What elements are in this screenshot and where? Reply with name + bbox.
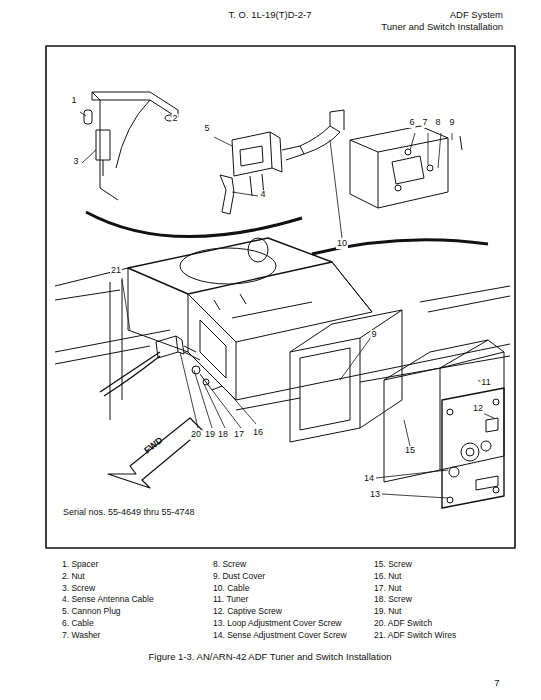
parts-list-entry: 7. Washer bbox=[62, 631, 100, 640]
parts-list-entry: 17. Nut bbox=[374, 584, 401, 593]
callout-number: 16 bbox=[252, 428, 264, 438]
mounting-tray bbox=[128, 238, 372, 400]
callout-number: 5 bbox=[203, 124, 210, 134]
parts-list-entry: 3. Screw bbox=[62, 584, 95, 593]
adf-switch bbox=[100, 336, 222, 396]
parts-list-entry: 12. Captive Screw bbox=[213, 607, 282, 616]
callout-number: 7 bbox=[421, 118, 428, 128]
callout-number: 9 bbox=[448, 118, 455, 128]
parts-list-entry: 6. Cable bbox=[62, 619, 94, 628]
parts-list-entry: 11. Tuner bbox=[213, 595, 248, 604]
cannon-plug-detail bbox=[220, 110, 462, 214]
parts-list-entry: 13. Loop Adjustment Cover Screw bbox=[213, 619, 342, 628]
callout-number: 12 bbox=[472, 404, 484, 414]
callout-number: 10 bbox=[336, 239, 348, 249]
callout-number: 11 bbox=[480, 378, 491, 388]
callout-number: 15 bbox=[404, 446, 416, 456]
parts-list-entry: 14. Sense Adjustment Cover Screw bbox=[213, 631, 347, 640]
figure-caption: Figure 1-3. AN/ARN-42 ADF Tuner and Swit… bbox=[149, 652, 392, 662]
figure-frame bbox=[46, 46, 515, 548]
parts-list-entry: 1. Spacer bbox=[62, 560, 98, 569]
page-header: T. O. 1L-19(T)D-2-7 bbox=[229, 10, 312, 20]
detail-bracket bbox=[86, 212, 302, 237]
parts-list-entry: 4. Sense Antenna Cable bbox=[62, 595, 154, 604]
page-number: 7 bbox=[494, 678, 499, 688]
parts-list-entry: 21. ADF Switch Wires bbox=[374, 631, 456, 640]
callout-number: 8 bbox=[434, 118, 441, 128]
parts-list-entry: 8. Screw bbox=[213, 560, 246, 569]
parts-list-entry: 18. Screw bbox=[374, 595, 412, 604]
spacer-bracket-detail bbox=[84, 92, 178, 200]
dust-cover bbox=[290, 310, 402, 442]
airframe-structure bbox=[55, 268, 510, 420]
parts-list-entry: 16. Nut bbox=[374, 572, 401, 581]
direction-label: FWD bbox=[143, 436, 165, 457]
callout-number: 1 bbox=[70, 96, 77, 106]
leader-lines bbox=[80, 112, 494, 498]
parts-list-entry: 19. Nut bbox=[374, 607, 401, 616]
forward-arrow bbox=[108, 418, 202, 488]
parts-list-entry: 5. Cannon Plug bbox=[62, 607, 121, 616]
callout-number: 20 bbox=[190, 430, 202, 440]
detail-bracket bbox=[312, 240, 488, 254]
callout-number: 14 bbox=[363, 474, 375, 484]
tuner-front-panel bbox=[442, 388, 504, 508]
callout-number: 13 bbox=[369, 490, 381, 500]
callout-number: 17 bbox=[233, 430, 245, 440]
callout-number: 6 bbox=[408, 118, 415, 128]
callout-number: 4 bbox=[259, 190, 266, 200]
parts-list-entry: 2. Nut bbox=[62, 572, 85, 581]
page-header: ADF System bbox=[450, 10, 503, 20]
callout-number: 2 bbox=[171, 114, 178, 124]
page-header: Tuner and Switch Installation bbox=[381, 22, 503, 32]
parts-list-entry: 9. Dust Cover bbox=[213, 572, 265, 581]
callout-number: 18 bbox=[217, 430, 229, 440]
serial-note: Serial nos. 55-4649 thru 55-4748 bbox=[63, 508, 195, 518]
parts-list-entry: 15. Screw bbox=[374, 560, 412, 569]
parts-list-entry: 10. Cable bbox=[213, 584, 249, 593]
callout-number: 3 bbox=[72, 157, 79, 167]
tuner bbox=[384, 340, 504, 508]
callout-number: 19 bbox=[204, 430, 216, 440]
callout-number: 21 bbox=[110, 266, 122, 276]
callout-number: 9 bbox=[370, 330, 377, 340]
parts-list-entry: 20. ADF Switch bbox=[374, 619, 432, 628]
